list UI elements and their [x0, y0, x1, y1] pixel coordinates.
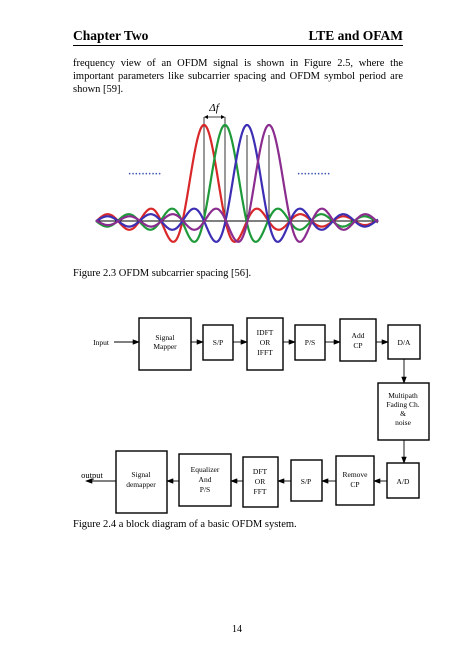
da-label: D/A: [398, 338, 412, 347]
signal-demapper-line2: demapper: [126, 480, 156, 489]
channel-line3: &: [400, 409, 406, 418]
page-number: 14: [232, 624, 242, 635]
sp-bottom-label: S/P: [301, 477, 311, 486]
equalizer-line1: Equalizer: [191, 465, 220, 474]
input-label: Input: [93, 338, 110, 347]
remove-cp-line2: CP: [350, 480, 359, 489]
ad-label: A/D: [397, 477, 411, 486]
chapter-title: Chapter Two: [73, 28, 149, 43]
signal-mapper-line2: Mapper: [153, 342, 177, 351]
page-header: Chapter Two LTE and OFAM: [73, 28, 403, 46]
add-cp-box: [339, 318, 377, 362]
dots-left: ··········: [128, 169, 161, 180]
ofdm-spectrum-figure: Δf ·········· ··········: [95, 102, 379, 243]
block-labels: Input output Signal Mapper S/P IDFT OR I…: [81, 328, 420, 496]
ofdm-block-diagram: [85, 317, 430, 514]
section-title: LTE and OFAM: [308, 28, 403, 43]
figure-2-4-caption: Figure 2.4 a block diagram of a basic OF…: [73, 519, 297, 530]
figure-2-3-caption: Figure 2.3 OFDM subcarrier spacing [56].: [73, 268, 252, 279]
idft-line2: OR: [260, 338, 270, 347]
dft-line2: OR: [255, 477, 265, 486]
remove-cp-line1: Remove: [343, 470, 369, 479]
intro-paragraph: frequency view of an OFDM signal is show…: [73, 58, 403, 95]
idft-line3: IFFT: [257, 348, 273, 357]
subcarrier-curves: [95, 123, 379, 243]
signal-demapper-line1: Signal: [131, 470, 150, 479]
sp-top-label: S/P: [213, 338, 223, 347]
signal-mapper-line1: Signal: [155, 333, 174, 342]
dots-right: ··········: [297, 169, 330, 180]
idft-line1: IDFT: [257, 328, 274, 337]
header-rule: [73, 45, 403, 46]
ps-top-label: P/S: [305, 338, 315, 347]
subcarrier-blue: [95, 123, 379, 243]
output-label: output: [81, 470, 103, 480]
channel-line2: Fading Ch.: [386, 400, 419, 409]
subcarrier-green: [95, 123, 379, 243]
add-cp-line2: CP: [353, 341, 362, 350]
delta-f-label: Δf: [208, 102, 220, 114]
equalizer-line2: And: [199, 475, 212, 484]
dft-line3: FFT: [254, 487, 267, 496]
channel-line4: noise: [395, 418, 412, 427]
add-cp-line1: Add: [352, 331, 365, 340]
subcarrier-purple: [95, 123, 379, 243]
dft-line1: DFT: [253, 467, 268, 476]
equalizer-line3: P/S: [200, 485, 210, 494]
channel-line1: Multipath: [388, 391, 418, 400]
